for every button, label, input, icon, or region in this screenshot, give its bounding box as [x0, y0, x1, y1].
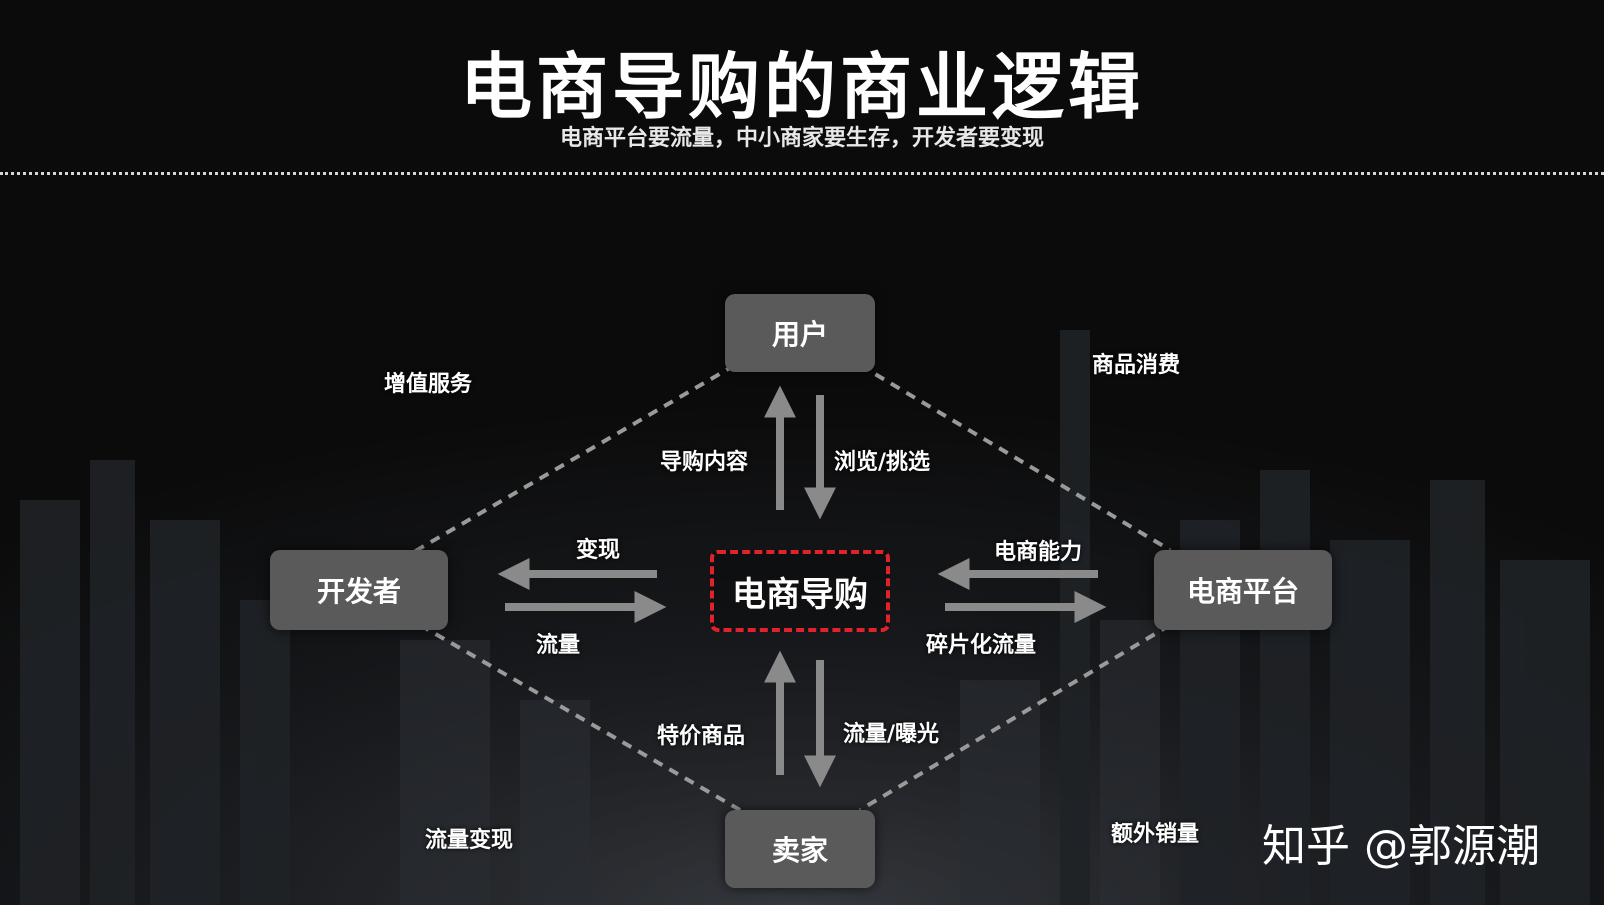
dashed-diamond — [398, 363, 1172, 812]
label-consumption: 商品消费 — [1092, 353, 1181, 378]
node-user-label: 用户 — [771, 318, 828, 351]
label-special-goods: 特价商品 — [657, 724, 746, 749]
node-developer-label: 开发者 — [316, 575, 401, 608]
node-seller-label: 卖家 — [771, 834, 828, 867]
edge-platform-seller — [858, 623, 1172, 812]
node-center: 电商导购 — [710, 550, 890, 632]
node-seller: 卖家 — [725, 810, 875, 888]
edge-developer-seller — [418, 623, 742, 812]
label-monetize: 变现 — [576, 538, 621, 563]
node-platform-label: 电商平台 — [1186, 575, 1299, 608]
label-ecom-ability: 电商能力 — [994, 540, 1083, 565]
node-platform: 电商平台 — [1154, 550, 1332, 630]
label-traffic-exposure: 流量/曝光 — [843, 722, 940, 747]
label-fragmented-traffic: 碎片化流量 — [926, 633, 1037, 658]
label-traffic: 流量 — [536, 633, 581, 658]
label-traffic-monetize: 流量变现 — [425, 828, 514, 853]
node-user: 用户 — [725, 294, 875, 372]
node-developer: 开发者 — [270, 550, 448, 630]
label-browse: 浏览/挑选 — [834, 450, 931, 475]
label-guide-content: 导购内容 — [660, 450, 749, 475]
edge-user-platform — [858, 363, 1172, 552]
dotted-divider — [0, 172, 1604, 175]
watermark: 知乎 @郭源潮 — [1262, 821, 1540, 872]
page-subtitle: 电商平台要流量，中小商家要生存，开发者要变现 — [559, 126, 1044, 151]
page-title: 电商导购的商业逻辑 — [459, 45, 1144, 129]
node-center-label: 电商导购 — [732, 574, 868, 615]
label-extra-sales: 额外销量 — [1111, 822, 1200, 847]
label-value-added: 增值服务 — [384, 372, 473, 397]
